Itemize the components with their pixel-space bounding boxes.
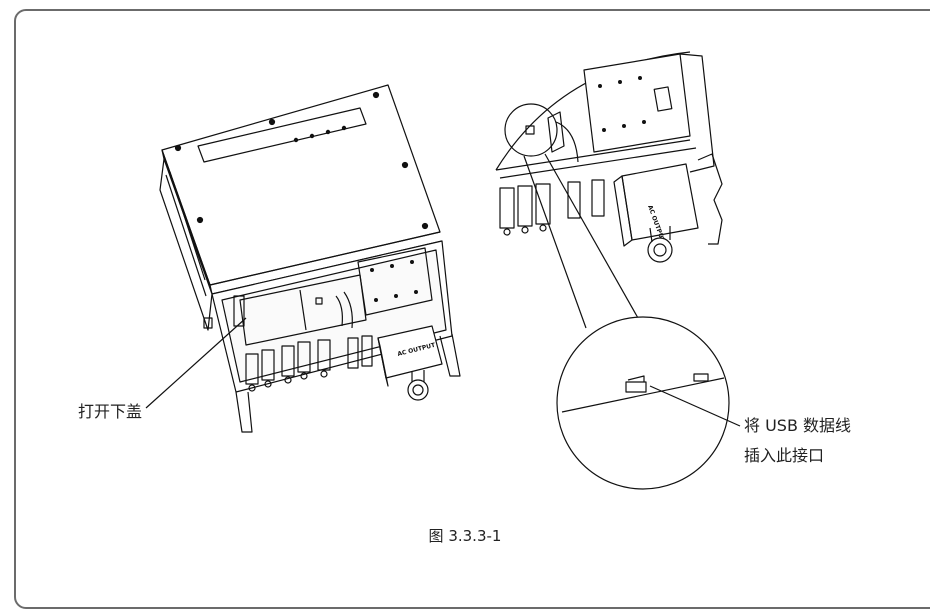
open-cover-leader [145, 317, 247, 409]
inverter-device: AC OUTPUT [159, 84, 461, 433]
usb-closeup-top: AC OUTPUT [495, 51, 723, 263]
usb-instruction-line1: 将 USB 数据线 [744, 416, 852, 435]
inverter-illustration: AC OUTPUT [145, 51, 741, 490]
figure-caption: 图 3.3.3-1 [428, 527, 502, 545]
usb-port-magnified [556, 316, 730, 490]
usb-port-highlight [504, 103, 558, 157]
open-cover-label: 打开下盖 [78, 402, 143, 421]
usb-leader [649, 385, 741, 427]
usb-instruction-line2: 插入此接口 [744, 446, 825, 465]
